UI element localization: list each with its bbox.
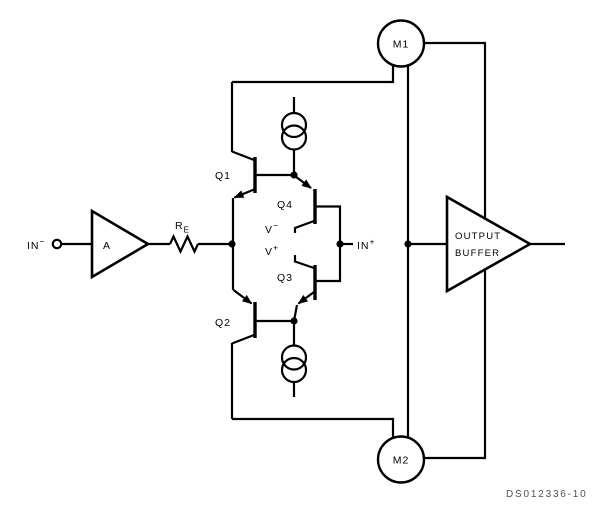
node-buffer-input	[404, 240, 412, 248]
node-top	[290, 171, 298, 179]
transistor-q1	[231, 150, 294, 199]
bottom-cs-circle-2	[280, 356, 308, 384]
resistor-re-label: RE	[175, 220, 190, 235]
node-emitters	[228, 240, 236, 248]
output-buffer-triangle	[445, 194, 533, 294]
bottom-cs-circle-1	[280, 344, 308, 371]
output-buffer-label-line2: BUFFER	[455, 248, 500, 259]
m1-label: M1	[393, 39, 410, 51]
node-bottom	[290, 317, 298, 325]
labels: IN− A RE Q1 Q2 Q4 Q3 V− V+ IN+ M1 M2 OUT…	[27, 39, 588, 501]
q4-emitter-arrow	[294, 175, 312, 189]
in-minus-terminal	[51, 238, 63, 250]
q1-collector	[231, 150, 255, 162]
q4-collector-to-v-minus	[293, 219, 315, 233]
current-mirror-m2	[376, 435, 426, 484]
m2-label: M2	[393, 455, 410, 467]
amp-a-label: A	[103, 240, 111, 252]
q1-emitter-arrow	[233, 188, 255, 199]
top-cs-circle-1	[280, 111, 308, 139]
m2-circle	[376, 435, 426, 484]
amp-a-triangle	[90, 208, 151, 280]
in-minus-label: IN−	[27, 237, 45, 253]
q2-collector	[231, 333, 255, 345]
v-minus-label: V−	[265, 221, 279, 237]
top-cs-circle-2	[280, 124, 308, 151]
transistor-q2	[231, 289, 294, 345]
q3-collector-to-v-plus	[293, 255, 315, 270]
resistor-re-symbol	[169, 233, 199, 255]
wire-top-rail-to-m1	[232, 58, 395, 84]
transistor-q4	[293, 175, 317, 233]
wire-bottom-rail-to-m2	[232, 417, 395, 445]
output-buffer-label-line1: OUTPUT	[455, 231, 501, 242]
bottom-current-source	[280, 344, 308, 384]
q1-label: Q1	[215, 170, 231, 182]
input-amp-a	[90, 208, 151, 280]
wire-q3-q4-base-bracket	[315, 205, 342, 283]
transistor-q3	[292, 255, 317, 322]
top-current-source	[280, 111, 308, 151]
output-buffer	[445, 194, 533, 294]
node-in-plus	[336, 240, 344, 248]
v-plus-label: V+	[265, 243, 279, 259]
doc-id-label: DS012336-10	[506, 489, 588, 500]
q3-label: Q3	[277, 272, 293, 284]
q4-label: Q4	[277, 199, 293, 211]
in-plus-label: IN+	[357, 237, 375, 253]
q3-emitter-arrow	[297, 291, 315, 305]
m1-circle	[376, 19, 426, 68]
q2-label: Q2	[215, 317, 231, 329]
junction-dots	[228, 171, 412, 325]
q2-emitter-arrow	[232, 289, 253, 305]
current-mirror-m1	[376, 19, 426, 68]
